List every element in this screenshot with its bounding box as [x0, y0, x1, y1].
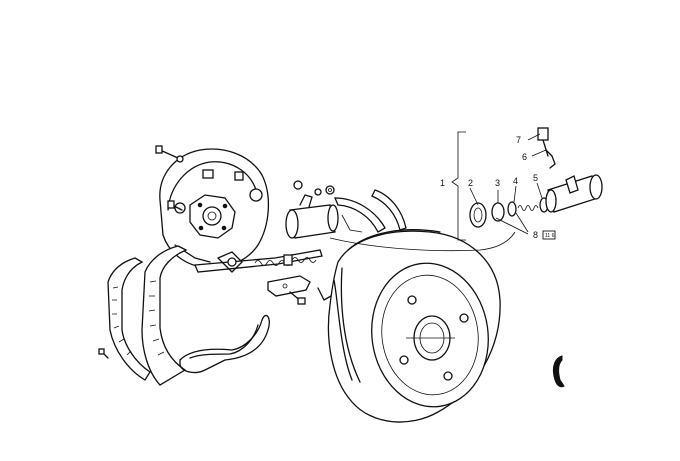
wheel-cylinder-exploded-icon — [469, 127, 603, 228]
bolt-icon — [167, 200, 183, 211]
callout-3: 3 — [495, 178, 500, 188]
callout-1: 1 — [440, 178, 445, 188]
assembly-outline — [329, 231, 516, 252]
callout-8: 8 — [533, 230, 538, 240]
wheel-cylinder-icon — [285, 180, 339, 239]
leader-lines — [469, 133, 547, 235]
callout-4: 4 — [513, 176, 518, 186]
callout-2: 2 — [468, 178, 473, 188]
brake-shoe-icon — [107, 257, 151, 381]
brake-shoe-icon — [141, 245, 188, 386]
brake-shoe-icon — [334, 189, 407, 233]
callout-5: 5 — [533, 173, 538, 183]
bolt-icon — [98, 348, 109, 359]
callout-7: 7 — [516, 135, 521, 145]
page-edge-mark — [552, 355, 565, 388]
reference-box — [542, 230, 556, 240]
bolt-icon — [155, 145, 184, 163]
adjuster-strut-icon — [194, 249, 323, 273]
brake-drum-icon — [327, 229, 501, 423]
return-spring-icon — [179, 314, 270, 374]
callout-6: 6 — [522, 152, 527, 162]
reference-box-text: 11 6 — [545, 233, 555, 239]
group-bracket — [451, 131, 466, 241]
bracket-icon — [267, 275, 339, 305]
brake-backing-plate-icon — [159, 148, 270, 269]
